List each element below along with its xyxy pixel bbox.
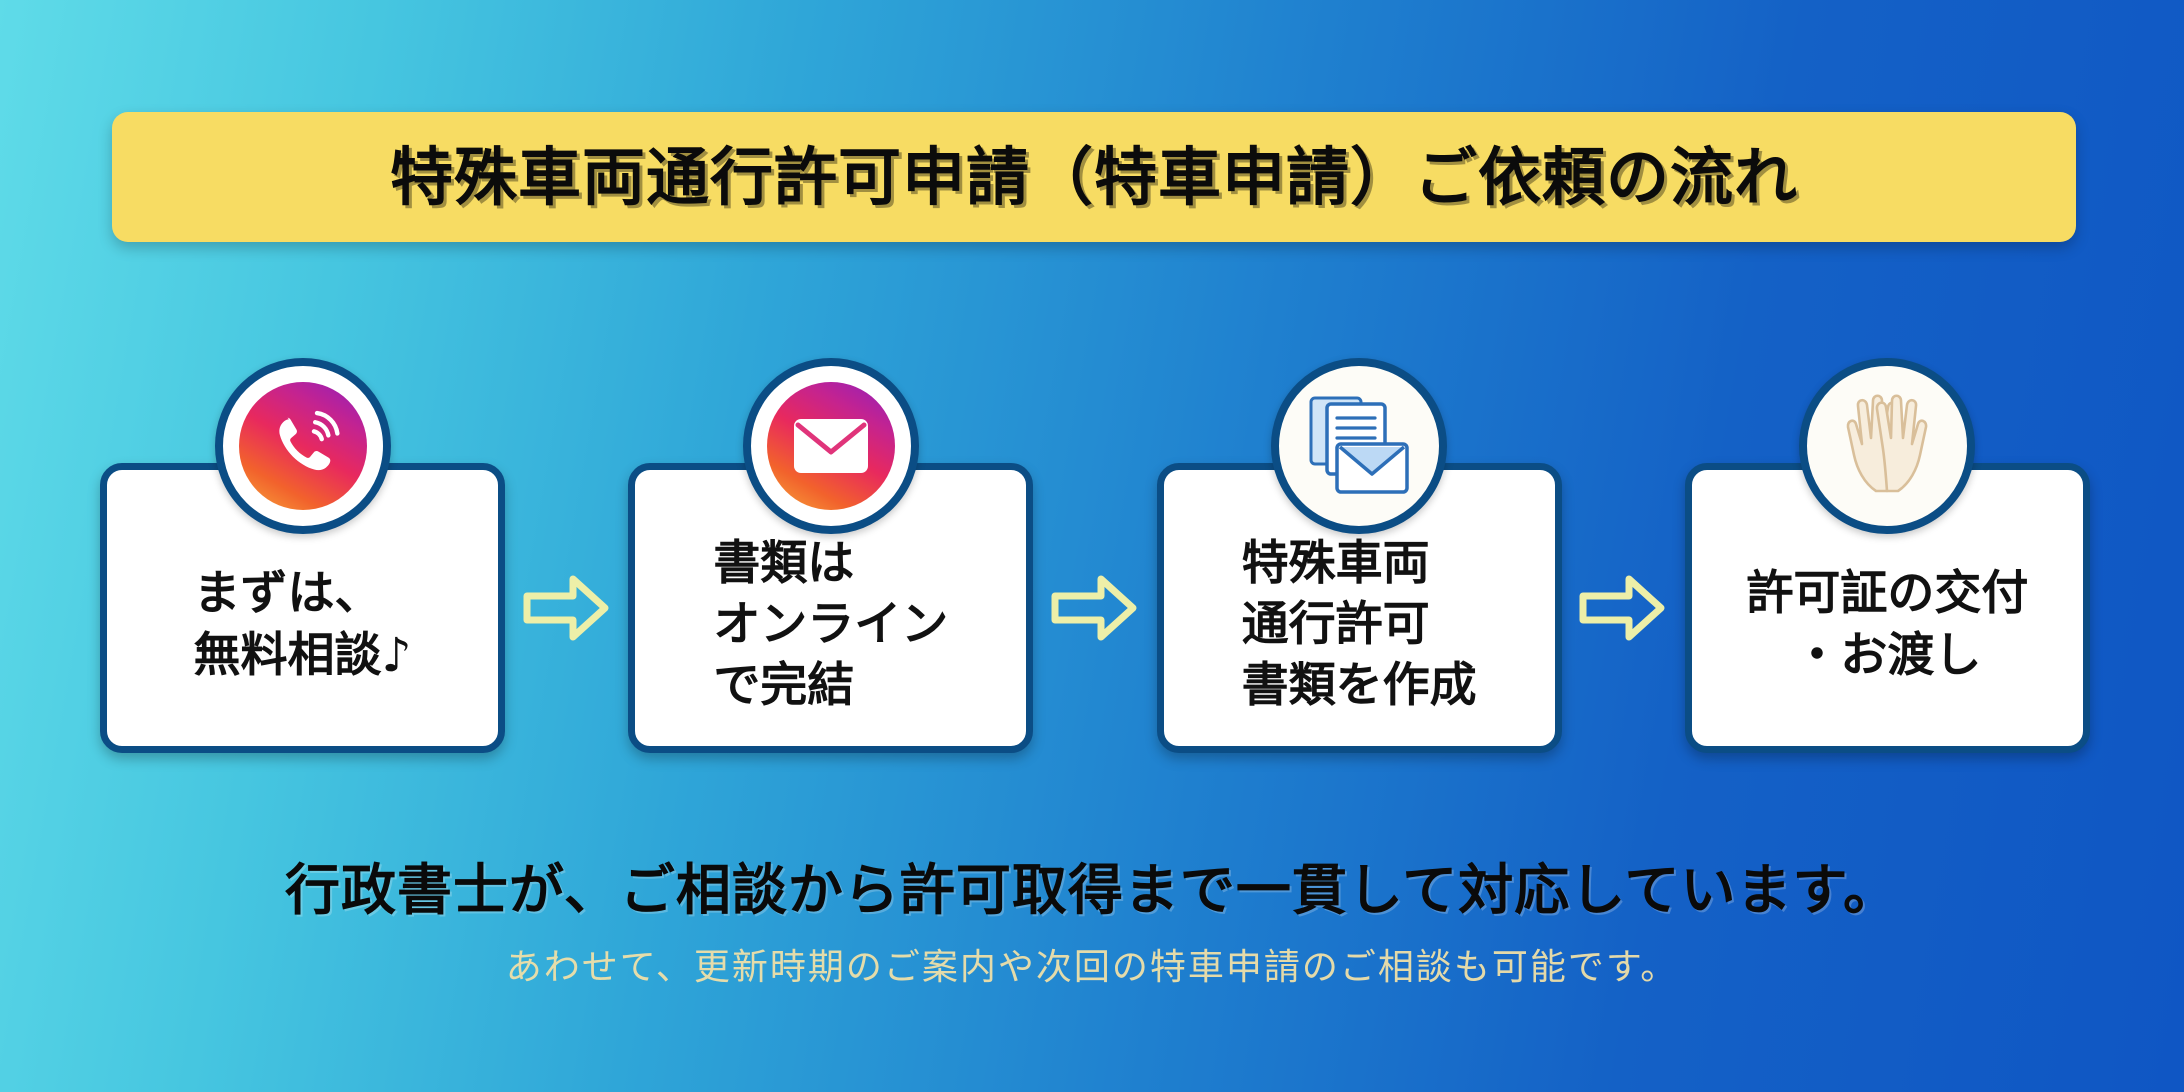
title-banner: 特殊車両通行許可申請（特車申請）ご依頼の流れ [112, 112, 2076, 242]
phone-call-badge [214, 357, 391, 534]
gradient-circle [766, 381, 895, 510]
step-label: 特殊車両 通行許可 書類を作成 [1241, 535, 1477, 714]
open-hands-icon [1847, 393, 1928, 492]
page-title: 特殊車両通行許可申請（特車申請）ご依頼の流れ [390, 140, 1798, 214]
gradient-circle [238, 381, 367, 510]
footer-tagline: 行政書士が、ご相談から許可取得まで一貫して対応しています。 [284, 858, 1900, 922]
envelope-mail-badge [742, 357, 919, 534]
documents-envelope-badge [1271, 357, 1448, 534]
envelope-mail-icon [793, 418, 868, 473]
arrow-right-icon-1 [523, 569, 611, 647]
open-hands-badge [1799, 357, 1976, 534]
step-3: 特殊車両 通行許可 書類を作成 [1156, 357, 1562, 753]
footer-subline: あわせて、更新時期のご案内や次回の特車申請のご相談も可能です。 [505, 947, 1679, 988]
step-1: まずは、 無料相談♪ [100, 357, 505, 753]
arrow-right-icon-3 [1579, 569, 1667, 647]
step-label: 許可証の交付 ・お渡し [1746, 566, 2029, 683]
step-4: 許可証の交付 ・お渡し [1684, 357, 2090, 753]
steps-flow: まずは、 無料相談♪ 書類は オンライン で完結 [100, 300, 2090, 810]
step-2: 書類は オンライン で完結 [628, 357, 1034, 753]
documents-envelope-icon [1309, 396, 1409, 494]
arrow-right-icon-2 [1051, 569, 1139, 647]
phone-call-icon [278, 410, 340, 470]
step-label: まずは、 無料相談♪ [193, 566, 412, 683]
step-label: 書類は オンライン で完結 [713, 535, 949, 714]
